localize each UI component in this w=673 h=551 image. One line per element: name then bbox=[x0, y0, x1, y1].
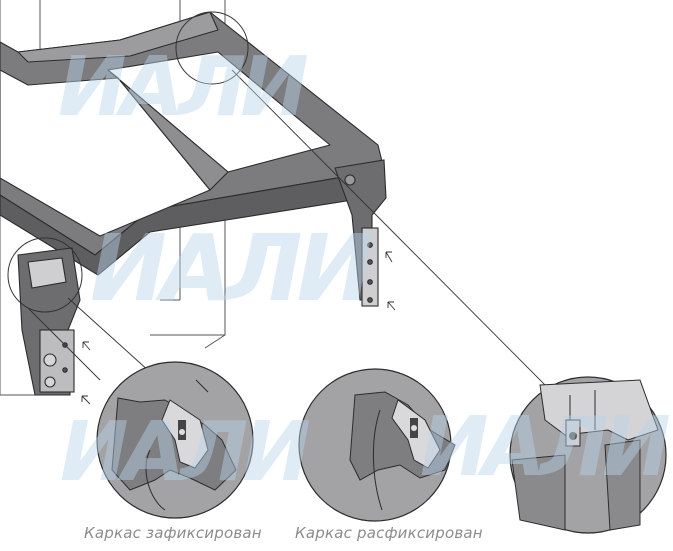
detail-rear bbox=[509, 376, 667, 534]
highlight-markers bbox=[7, 11, 249, 313]
direction-arrows bbox=[81, 251, 396, 405]
detail-fixed bbox=[96, 361, 254, 519]
pullout-frame bbox=[0, 11, 385, 276]
left-bracket bbox=[17, 247, 81, 396]
right-bracket bbox=[334, 159, 387, 307]
caption-frame-unfixed: Каркас расфиксирован bbox=[295, 524, 483, 542]
leader-lines bbox=[27, 69, 553, 393]
detail-unfixed bbox=[298, 368, 456, 522]
caption-frame-fixed: Каркас зафиксирован bbox=[84, 524, 262, 542]
